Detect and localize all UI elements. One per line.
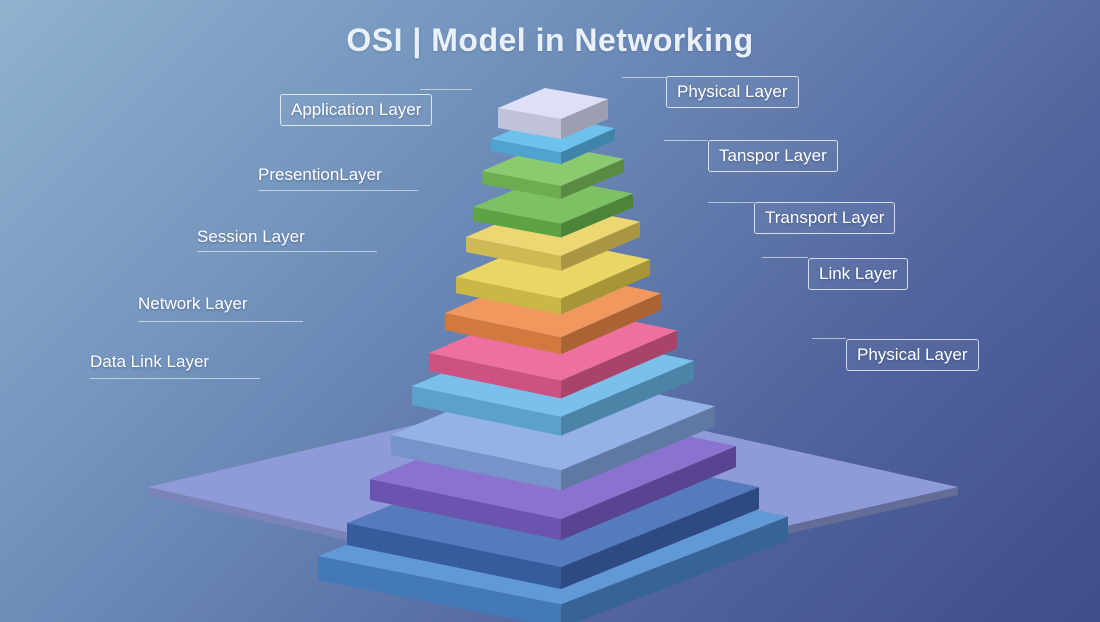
layer-slab-13-front-left-face — [498, 108, 561, 139]
leader-application-layer — [420, 89, 472, 90]
layer-slab-13-top-face — [498, 88, 608, 119]
label-data-link-layer: Data Link Layer — [90, 352, 210, 371]
leader-network-layer — [138, 321, 303, 322]
layer-slab-5-front-left-face — [412, 386, 561, 436]
label-tanspor-layer: Tanspor Layer — [708, 140, 838, 172]
layer-slab-13-front-right-face — [561, 99, 608, 139]
layer-slab-9-front-left-face — [466, 237, 561, 271]
layer-slab-9-front-right-face — [561, 221, 640, 271]
leader-transport-layer — [708, 202, 754, 203]
layer-slab-2-front-right-face — [561, 487, 759, 589]
diagram-title: OSI | Model in Networking — [346, 22, 754, 58]
label-physical-layer-bottom: Physical Layer — [846, 339, 979, 371]
label-physical-layer-top: Physical Layer — [666, 76, 799, 108]
layer-slab-4-front-right-face — [561, 406, 715, 491]
layer-slab-5-front-right-face — [561, 360, 694, 436]
label-session-layer: Session Layer — [197, 227, 305, 246]
label-link-layer: Link Layer — [808, 258, 909, 290]
leader-session-layer — [197, 251, 377, 252]
layer-slab-1-front-right-face — [561, 516, 788, 622]
layer-slab-6-front-left-face — [429, 353, 561, 399]
layer-slab-7-front-left-face — [445, 313, 561, 355]
label-transport-layer: Transport Layer — [754, 202, 896, 234]
layer-slab-7-front-right-face — [561, 293, 661, 355]
leader-data-link-layer — [90, 378, 260, 379]
layer-slab-3-front-right-face — [561, 446, 736, 541]
leader-physical-layer-top — [622, 77, 666, 78]
layer-slab-11-front-right-face — [561, 158, 624, 199]
layer-slab-11-top-face — [482, 144, 624, 186]
leader-physical-layer-bottom — [812, 338, 846, 339]
leader-link-layer — [762, 257, 808, 258]
layer-slab-2-front-left-face — [347, 523, 561, 589]
layer-slab-6-front-right-face — [561, 330, 677, 399]
leader-presentation-layer — [258, 190, 418, 191]
label-presentation-layer: PresentionLayer — [258, 165, 382, 184]
layer-slab-4-front-left-face — [391, 435, 561, 491]
layer-slab-11-front-left-face — [482, 171, 561, 199]
layer-slab-8-front-left-face — [456, 277, 561, 315]
label-network-layer: Network Layer — [138, 294, 248, 313]
layer-slab-12-front-left-face — [491, 139, 561, 165]
layer-slab-12-front-right-face — [561, 128, 615, 165]
layer-slab-3-front-left-face — [370, 479, 561, 541]
layer-slab-10-front-left-face — [473, 207, 561, 238]
layer-slab-10-top-face — [473, 177, 633, 224]
layer-slab-8-front-right-face — [561, 259, 650, 315]
layer-slab-10-front-right-face — [561, 193, 633, 238]
layer-slab-1-front-left-face — [318, 556, 561, 622]
label-application-layer: Application Layer — [280, 94, 433, 126]
leader-tanspor-layer — [664, 140, 708, 141]
